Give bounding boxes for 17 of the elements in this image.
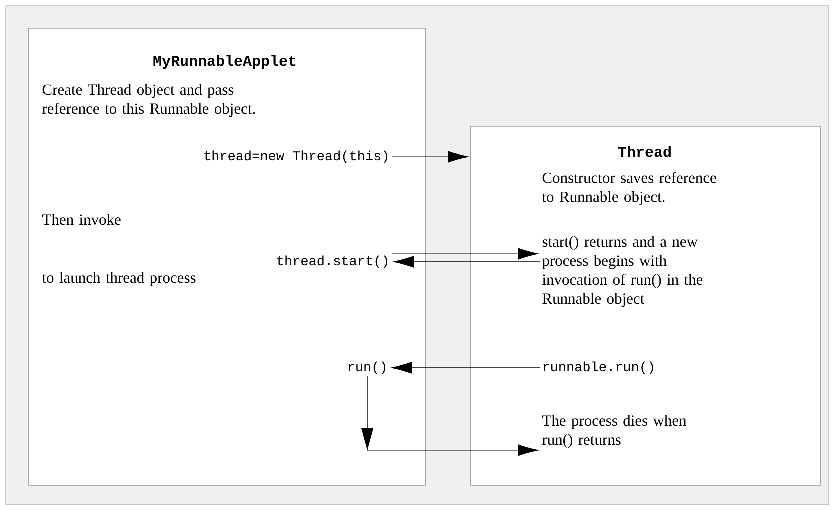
- code-label: thread.start(): [278, 256, 388, 268]
- code-label: run(): [348, 362, 386, 374]
- description-text: to launch thread process: [42, 272, 196, 286]
- box-heading: Thread: [618, 146, 671, 158]
- arrow: [391, 362, 540, 374]
- description-text: start() returns and a new process begins with invocation of run() in the Runnable object: [542, 236, 703, 308]
- arrow: [362, 376, 539, 456]
- description-text: Then invoke: [42, 214, 121, 226]
- arrow: [393, 256, 540, 268]
- code-label: thread=new Thread(this): [204, 150, 388, 164]
- arrow: [392, 151, 469, 163]
- code-label: runnable.run(): [544, 362, 654, 374]
- description-text: The process dies when run() returns: [542, 415, 687, 448]
- box-heading: MyRunnableApplet: [154, 55, 296, 70]
- arrow: [392, 248, 539, 260]
- description-text: Create Thread object and pass reference to this Runnable object.: [42, 84, 256, 118]
- description-text: Constructor saves reference to Runnable object.: [542, 172, 716, 206]
